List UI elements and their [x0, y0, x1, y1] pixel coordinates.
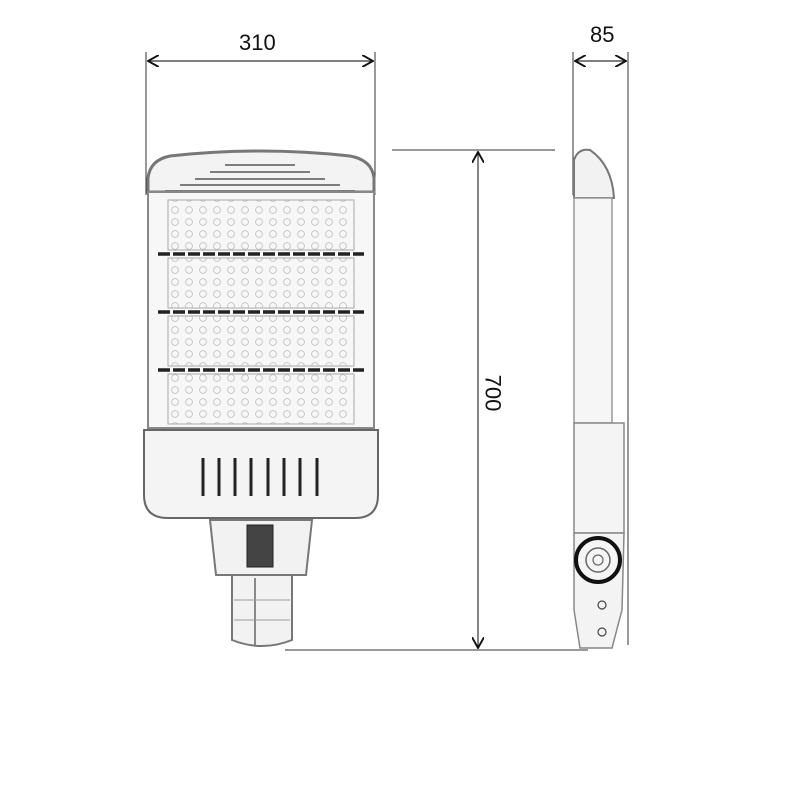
- front-view: [143, 149, 379, 647]
- led-modules: [167, 199, 355, 425]
- dimension-width: [145, 52, 376, 195]
- depth-dimension-label: 85: [590, 22, 615, 47]
- width-dimension-label: 310: [239, 30, 276, 55]
- vent-slots: [201, 458, 319, 496]
- dimension-height: [285, 149, 588, 651]
- height-dimension-label: 700: [480, 374, 506, 412]
- side-view: [573, 148, 625, 649]
